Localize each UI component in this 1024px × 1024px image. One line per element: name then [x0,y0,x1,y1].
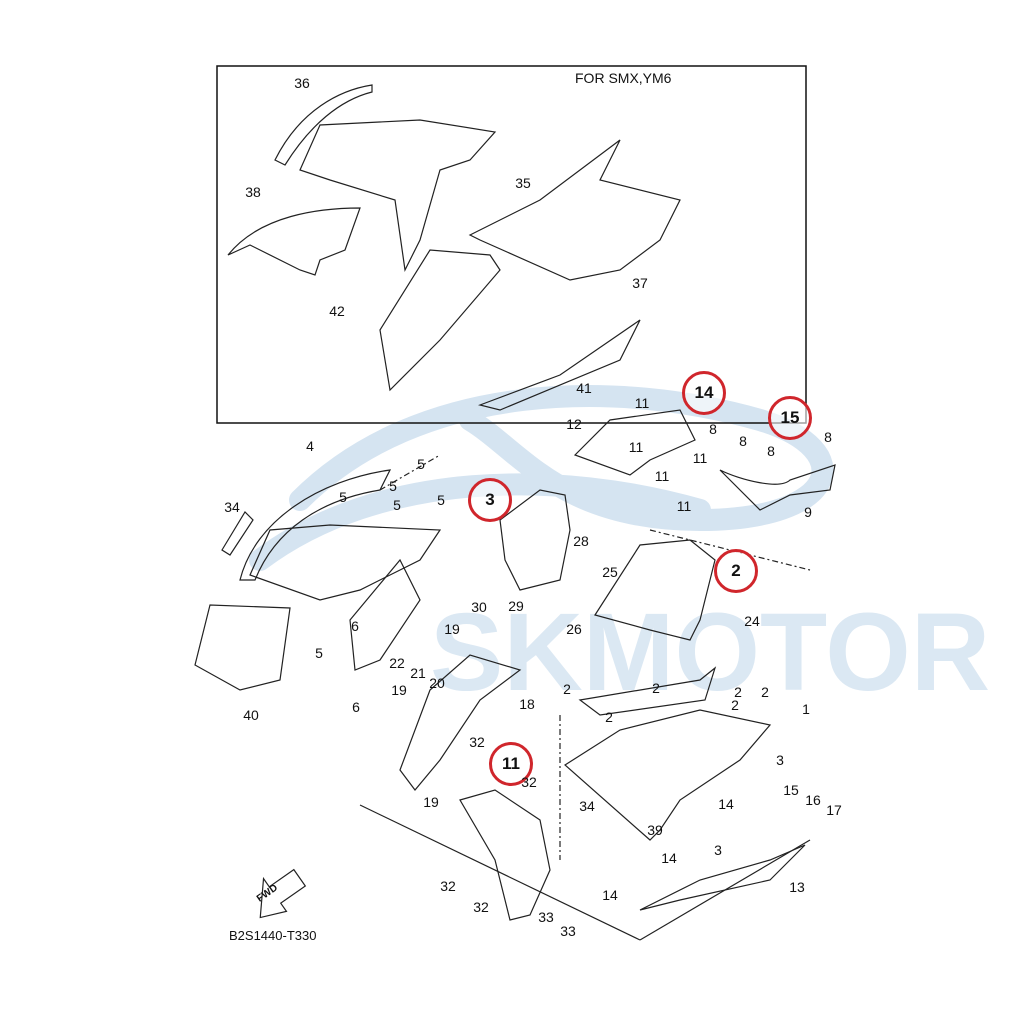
part-callout[interactable]: 30 [471,599,487,615]
part-callout[interactable]: 9 [804,504,812,520]
inset-title: FOR SMX,YM6 [575,70,672,86]
part-callout[interactable]: 11 [692,450,708,466]
part-callout[interactable]: 5 [339,489,347,505]
diagram-code: B2S1440-T330 [229,928,317,943]
part-callout[interactable]: 4 [306,438,314,454]
highlighted-part-callout[interactable]: 2 [714,549,758,593]
part-callout[interactable]: 11 [634,395,650,411]
part-callout[interactable]: 5 [315,645,323,661]
part-callout[interactable]: 32 [440,878,456,894]
part-callout[interactable]: 5 [417,456,425,472]
part-callout[interactable]: 19 [423,794,439,810]
part-callout[interactable]: 5 [393,497,401,513]
highlighted-part-callout[interactable]: 14 [682,371,726,415]
part-callout[interactable]: 40 [243,707,259,723]
part-callout[interactable]: 2 [605,709,613,725]
part-callout[interactable]: 14 [602,887,618,903]
part-callout[interactable]: 32 [469,734,485,750]
part-callout[interactable]: 26 [566,621,582,637]
highlighted-part-callout[interactable]: 15 [768,396,812,440]
part-callout[interactable]: 17 [826,802,842,818]
part-callout[interactable]: 18 [519,696,535,712]
part-callout[interactable]: 12 [566,416,582,432]
part-callout[interactable]: 11 [628,439,644,455]
part-callout[interactable]: 5 [437,492,445,508]
inset-part-callout[interactable]: 35 [515,175,531,191]
inset-part-callout[interactable]: 36 [294,75,310,91]
part-callout[interactable]: 32 [473,899,489,915]
part-callout[interactable]: 3 [714,842,722,858]
part-callout[interactable]: 32 [521,774,537,790]
part-callout[interactable]: 21 [410,665,426,681]
part-callout[interactable]: 2 [761,684,769,700]
part-callout[interactable]: 11 [654,468,670,484]
part-callout[interactable]: 34 [224,499,240,515]
part-outlines [194,84,836,941]
part-callout[interactable]: 11 [676,498,692,514]
part-callout[interactable]: 13 [789,879,805,895]
part-callout[interactable]: 33 [538,909,554,925]
part-callout[interactable]: 28 [573,533,589,549]
part-callout[interactable]: 2 [734,684,742,700]
part-callout[interactable]: 20 [429,675,445,691]
part-callout[interactable]: 3 [776,752,784,768]
part-callout[interactable]: 16 [805,792,821,808]
part-callout[interactable]: 8 [824,429,832,445]
part-callout[interactable]: 6 [351,618,359,634]
fwd-arrow-icon [259,868,307,919]
part-callout[interactable]: 2 [563,681,571,697]
watermark-swoosh [249,385,834,571]
part-callout[interactable]: 2 [731,697,739,713]
part-callout[interactable]: 5 [389,478,397,494]
part-callout[interactable]: 8 [709,421,717,437]
inset-part-callout[interactable]: 37 [632,275,648,291]
highlighted-part-callout[interactable]: 11 [489,742,533,786]
inset-frame [216,65,807,424]
part-callout[interactable]: 14 [718,796,734,812]
highlighted-part-callout[interactable]: 3 [468,478,512,522]
part-callout[interactable]: 39 [647,822,663,838]
watermark-text: SKMOTOR [430,591,990,714]
inset-part-callout[interactable]: 42 [329,303,345,319]
part-callout[interactable]: 19 [391,682,407,698]
part-callout[interactable]: 34 [579,798,595,814]
part-callout[interactable]: 8 [739,433,747,449]
part-callout[interactable]: 2 [652,680,660,696]
part-callout[interactable]: 1 [802,701,810,717]
inset-part-callout[interactable]: 38 [245,184,261,200]
part-callout[interactable]: 14 [661,850,677,866]
part-callout[interactable]: 22 [389,655,405,671]
part-callout[interactable]: 19 [444,621,460,637]
part-callout[interactable]: 33 [560,923,576,939]
inset-part-callout[interactable]: 41 [576,380,592,396]
part-callout[interactable]: 25 [602,564,618,580]
part-callout[interactable]: 15 [783,782,799,798]
part-callout[interactable]: 8 [767,443,775,459]
part-callout[interactable]: 24 [744,613,760,629]
part-callout[interactable]: 6 [352,699,360,715]
part-callout[interactable]: 29 [508,598,524,614]
